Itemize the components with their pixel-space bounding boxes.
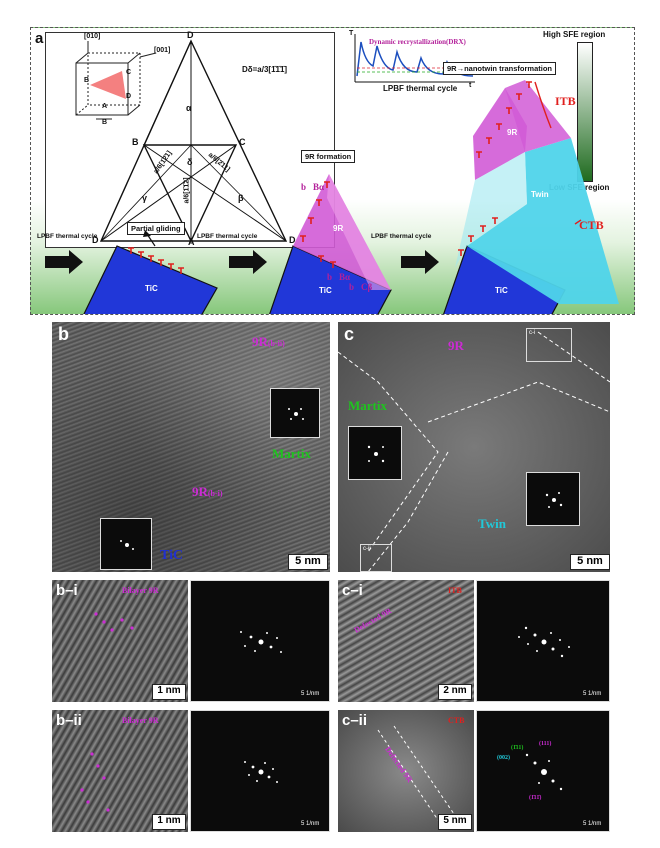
panel-b-letter: b	[58, 324, 69, 344]
fft-scale-bii: 5 1/nm	[301, 821, 320, 827]
tag-cii: CTB	[448, 716, 465, 725]
hrtem-panel-bi: b–i Bilayer 9R 1 nm	[52, 580, 188, 702]
partial-gliding-label: Partial gliding	[127, 222, 185, 235]
scale-bar-bii: 1 nm	[152, 814, 186, 830]
annotation-bii: Bilayer 9R	[122, 716, 159, 725]
scale-bar-cii: 5 nm	[438, 814, 472, 830]
annotation-ci: Defected 9R	[352, 606, 394, 635]
cube-label-010: [010]	[84, 33, 101, 40]
box-cii: c-ii	[360, 544, 392, 572]
fft-label-4: (1̄11̄)	[529, 795, 542, 801]
matrix-label-b: Martix	[272, 446, 311, 461]
thompson-tetrahedron	[75, 39, 288, 243]
hrtem-panel-bii: b–ii Bilayer 9R 1 nm	[52, 710, 188, 832]
region-alpha: α	[186, 103, 192, 113]
schematic-panel-a: a	[30, 27, 635, 315]
boundary-lines	[338, 331, 610, 572]
thompson-tetrahedron-box: [010] [001] B C D A B D B C D A D α δ γ …	[45, 30, 335, 248]
region-gamma: γ	[142, 193, 148, 203]
hrtem-panel-ci: c–i ITB Defected 9R 2 nm	[338, 580, 474, 702]
fft-inset-c-matrix	[348, 426, 402, 480]
vertex-c: C	[239, 137, 246, 147]
hrtem-panel-c: c 9R Martix Twin c-i c-ii 5 nm	[338, 322, 610, 572]
scale-bar-c: 5 nm	[570, 554, 610, 570]
lpbf-label-1: LPBF thermal cycle	[37, 233, 98, 240]
lpbf-label-2: LPBF thermal cycle	[197, 233, 258, 240]
hrtem-panel-b: b 9R(b-ii) 9R(b-i) Martix TiC 5 nm	[52, 322, 330, 572]
vertex-b: B	[132, 137, 139, 147]
burgers-vector-2: b⃗Bα	[327, 272, 351, 282]
burgers-vector-3: b⃗Cβ	[349, 282, 373, 292]
burgers-vector-1: b⃗Bα	[301, 182, 325, 192]
transformation-label: 9R→nanotwin transformation	[443, 62, 557, 75]
fft-scale-ci: 5 1/nm	[583, 691, 602, 697]
fft-inset-b-matrix	[270, 388, 320, 438]
cube-label-d: D	[126, 93, 132, 100]
panel-a-letter: a	[35, 30, 44, 47]
vertex-d-top: D	[187, 30, 194, 40]
sfe-gradient-bar	[577, 42, 593, 182]
vertex-a: A	[188, 237, 195, 247]
fft-label-3: (002)	[497, 755, 510, 761]
fft-scale-cii: 5 1/nm	[583, 821, 602, 827]
sfe-high-label: High SFE region	[543, 30, 606, 39]
lpbf-label-3: LPBF thermal cycle	[371, 233, 432, 240]
fft-scale-bi: 5 1/nm	[301, 691, 320, 697]
label-9r-c: 9R	[448, 338, 464, 353]
annotation-bi: Bilayer 9R	[122, 586, 159, 595]
axis-t: t	[469, 82, 472, 89]
cube-inset	[75, 41, 157, 120]
label-9r-bii: 9R(b-ii)	[252, 334, 285, 349]
cube-label-b2: B	[102, 119, 108, 126]
axis-T: T	[349, 30, 354, 37]
region-beta: β	[238, 193, 244, 203]
ctb-label: CTB	[579, 218, 604, 232]
fft-panel-cii: (1̄11) (111) (002) (1̄11̄) 5 1/nm	[476, 710, 610, 832]
drx-label: Dynamic recrystallization(DRX)	[369, 38, 466, 46]
twin-label-c: Twin	[478, 516, 506, 531]
burgers-label: Dδ=a/3[1̄1̄1̄]	[242, 65, 288, 74]
box-ci: c-i	[526, 328, 572, 362]
cube-label-b: B	[84, 77, 90, 84]
panel-ci-letter: c–i	[342, 582, 363, 599]
hrtem-panel-cii: c–ii CTB Defected 9R 5 nm	[338, 710, 474, 832]
scale-bar-bi: 1 nm	[152, 684, 186, 700]
formation-label: 9R formation	[301, 150, 356, 163]
cube-label-001: [001]	[154, 47, 171, 54]
tic-label-3: TiC	[495, 286, 508, 295]
panel-bi-letter: b–i	[56, 582, 78, 599]
panel-c-letter: c	[344, 324, 355, 344]
scale-bar-ci: 2 nm	[438, 684, 472, 700]
fft-label-2: (111)	[539, 741, 552, 747]
fft-label-1: (1̄11)	[511, 745, 524, 751]
tic-label-1: TiC	[145, 284, 158, 293]
fft-inset-b-tic	[100, 518, 152, 570]
label-9r-bi: 9R(b-i)	[192, 484, 223, 499]
tic-label-2: TiC	[319, 286, 332, 295]
thermal-cycle-caption: LPBF thermal cycle	[383, 84, 458, 93]
scale-bar-b: 5 nm	[288, 554, 328, 570]
matrix-label-c: Martix	[348, 398, 387, 413]
schematic-drawing	[45, 80, 619, 314]
region-delta: δ	[187, 157, 193, 167]
nine-r-label-stage2: 9R	[333, 224, 344, 233]
cube-label-a: A	[102, 103, 108, 110]
panel-cii-letter: c–ii	[342, 712, 368, 729]
fft-inset-c-twin	[526, 472, 580, 526]
tag-ci: ITB	[448, 586, 462, 595]
itb-label: ITB	[555, 94, 576, 108]
fft-panel-bii: 5 1/nm	[190, 710, 330, 832]
tic-label-b: TiC	[160, 548, 184, 563]
panel-bii-letter: b–ii	[56, 712, 82, 729]
fft-panel-ci: 5 1/nm	[476, 580, 610, 702]
twin-label: Twin	[531, 190, 549, 199]
vertex-d-right: D	[289, 235, 296, 245]
fft-panel-bi: 5 1/nm	[190, 580, 330, 702]
cube-label-c: C	[126, 69, 132, 76]
vertex-d-left: D	[92, 235, 99, 245]
nine-r-label-stage3: 9R	[507, 128, 518, 137]
